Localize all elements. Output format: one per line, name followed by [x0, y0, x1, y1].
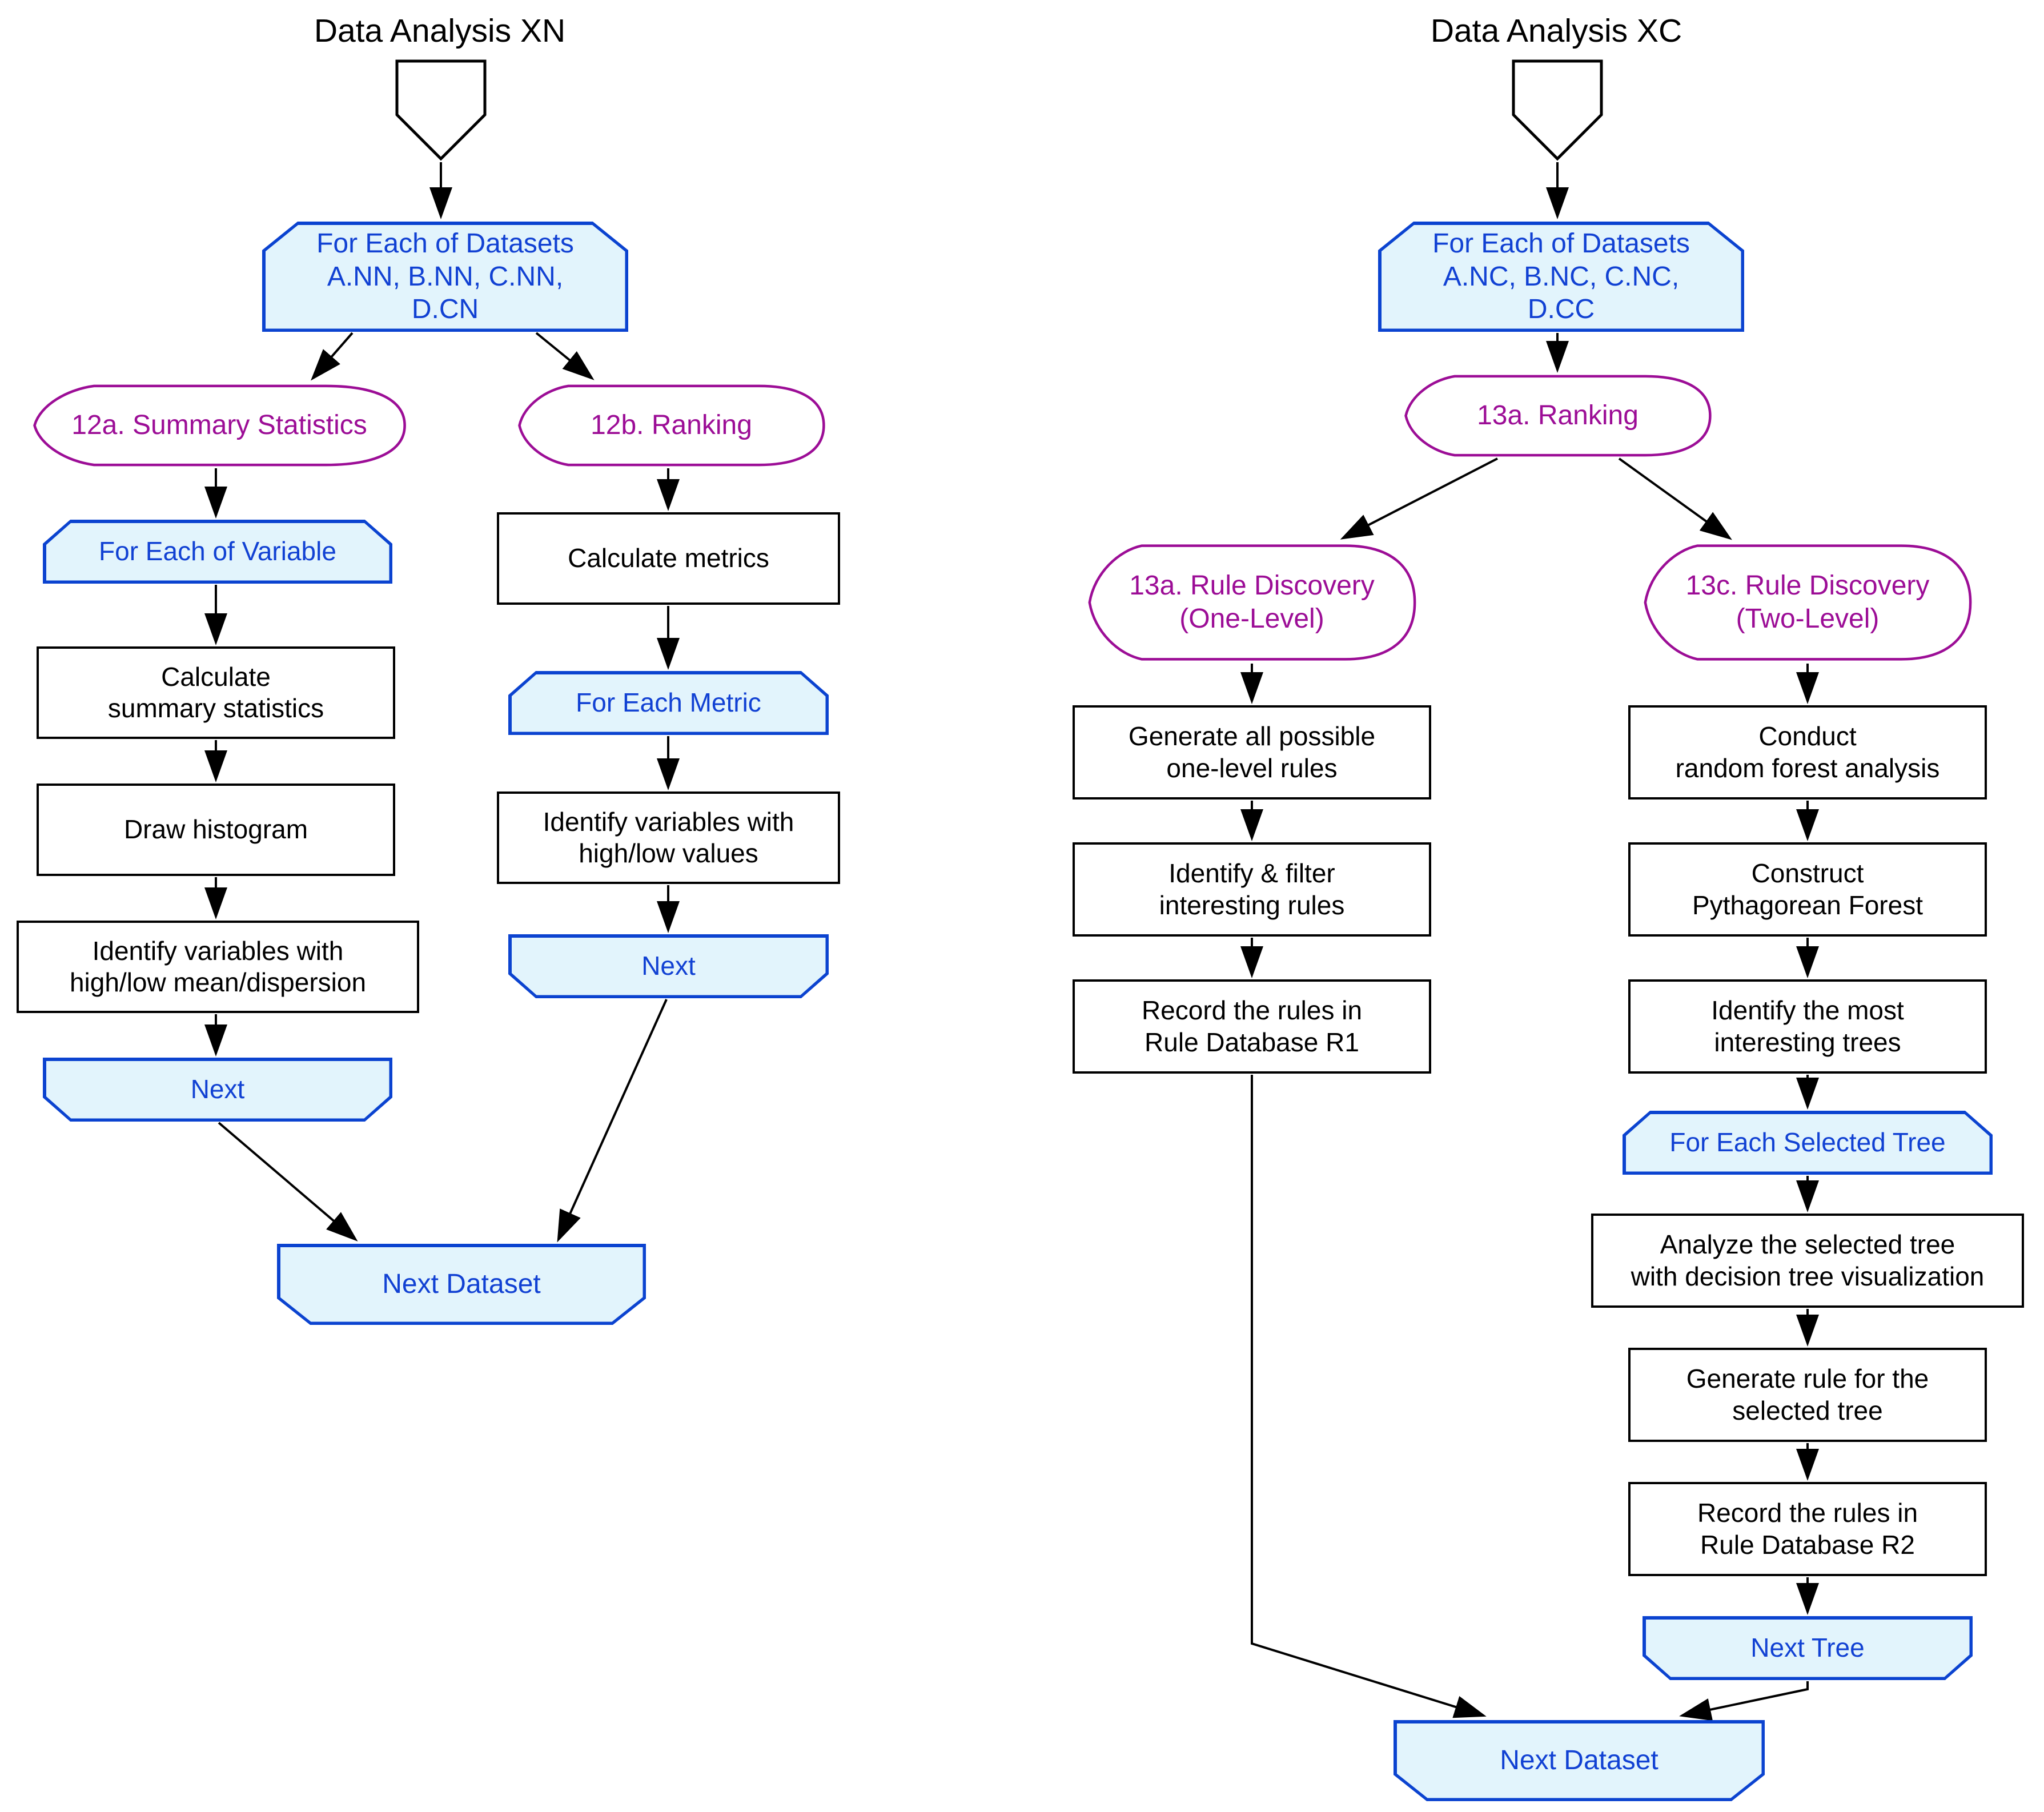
display-12a-summary-statistics: 12a. Summary Statistics	[31, 384, 407, 467]
loop-shape-fill	[1646, 1620, 1970, 1677]
loop-start-for-each-metric: For Each Metric	[508, 671, 829, 735]
display-rule-discovery-two-level: 13c. Rule Discovery (Two-Level)	[1643, 543, 1973, 662]
loop-end-next-metric: Next	[508, 934, 829, 998]
loop-shape-fill	[512, 674, 826, 732]
process-record-rules-r2: Record the rules in Rule Database R2	[1628, 1482, 1987, 1576]
loop-end-next-dataset-xc: Next Dataset	[1394, 1720, 1765, 1801]
display-12b-ranking: 12b. Ranking	[517, 384, 826, 467]
loop-start-for-each-selected-tree: For Each Selected Tree	[1623, 1111, 1993, 1175]
process-identify-mean-dispersion: Identify variables with high/low mean/di…	[17, 921, 419, 1013]
diagram-title-xc: Data Analysis XC	[1430, 12, 1682, 49]
process-calculate-summary-statistics: Calculate summary statistics	[37, 646, 395, 739]
pentagon-icon	[1512, 59, 1603, 161]
arrow-ranking-to-two-level	[1618, 457, 1732, 540]
process-generate-one-level-rules: Generate all possible one-level rules	[1073, 705, 1431, 799]
loop-shape-fill	[280, 1247, 643, 1322]
process-analyze-selected-tree: Analyze the selected tree with decision …	[1591, 1214, 2024, 1308]
display-rule-discovery-one-level: 13a. Rule Discovery (One-Level)	[1087, 543, 1417, 662]
arrow-datasets-to-12a	[311, 332, 354, 381]
process-identify-interesting-trees: Identify the most interesting trees	[1628, 979, 1987, 1074]
process-construct-pythagorean-forest: Construct Pythagorean Forest	[1628, 842, 1987, 937]
loop-shape-fill	[266, 225, 625, 329]
loop-shape-fill	[46, 1061, 389, 1119]
process-draw-histogram: Draw histogram	[37, 784, 395, 876]
loop-shape-fill	[1626, 1114, 1990, 1172]
loop-shape-fill	[512, 938, 826, 995]
arrow-record-r1-to-next-dataset	[1251, 1075, 1487, 1718]
process-identify-high-low-values: Identify variables with high/low values	[497, 792, 840, 884]
loop-start-datasets-xn: For Each of Datasets A.NN, B.NN, C.NN, D…	[262, 222, 628, 332]
display-shape	[31, 384, 407, 467]
process-calculate-metrics: Calculate metrics	[497, 512, 840, 605]
arrow-ranking-to-one-level	[1340, 457, 1498, 540]
loop-end-next-variable: Next	[43, 1058, 392, 1122]
offpage-connector-pentagon-xc	[1512, 59, 1603, 161]
display-13a-ranking: 13a. Ranking	[1403, 374, 1712, 457]
display-shape	[517, 384, 826, 467]
arrow-next-tree-to-next-dataset	[1679, 1681, 1809, 1721]
process-identify-filter-rules: Identify & filter interesting rules	[1073, 842, 1431, 937]
process-generate-rule-selected-tree: Generate rule for the selected tree	[1628, 1348, 1987, 1442]
loop-shape-fill	[46, 523, 389, 581]
diagram-title-xn: Data Analysis XN	[314, 12, 566, 49]
arrow-next-metric-to-next-dataset	[557, 999, 668, 1243]
loop-start-for-each-variable: For Each of Variable	[43, 520, 392, 584]
loop-shape-fill	[1382, 225, 1741, 329]
offpage-connector-pentagon-xn	[395, 59, 487, 161]
process-record-rules-r1: Record the rules in Rule Database R1	[1073, 979, 1431, 1074]
process-conduct-random-forest: Conduct random forest analysis	[1628, 705, 1987, 799]
arrow-datasets-to-12b	[535, 332, 595, 380]
loop-end-next-dataset-xn: Next Dataset	[277, 1244, 646, 1325]
display-shape	[1643, 543, 1973, 662]
loop-end-next-tree: Next Tree	[1643, 1616, 1973, 1680]
display-shape	[1087, 543, 1417, 662]
loop-shape-fill	[1397, 1723, 1762, 1798]
arrow-next-variable-to-next-dataset	[218, 1122, 358, 1242]
display-shape	[1403, 374, 1712, 457]
pentagon-icon	[395, 59, 487, 161]
loop-start-datasets-xc: For Each of Datasets A.NC, B.NC, C.NC, D…	[1378, 222, 1744, 332]
